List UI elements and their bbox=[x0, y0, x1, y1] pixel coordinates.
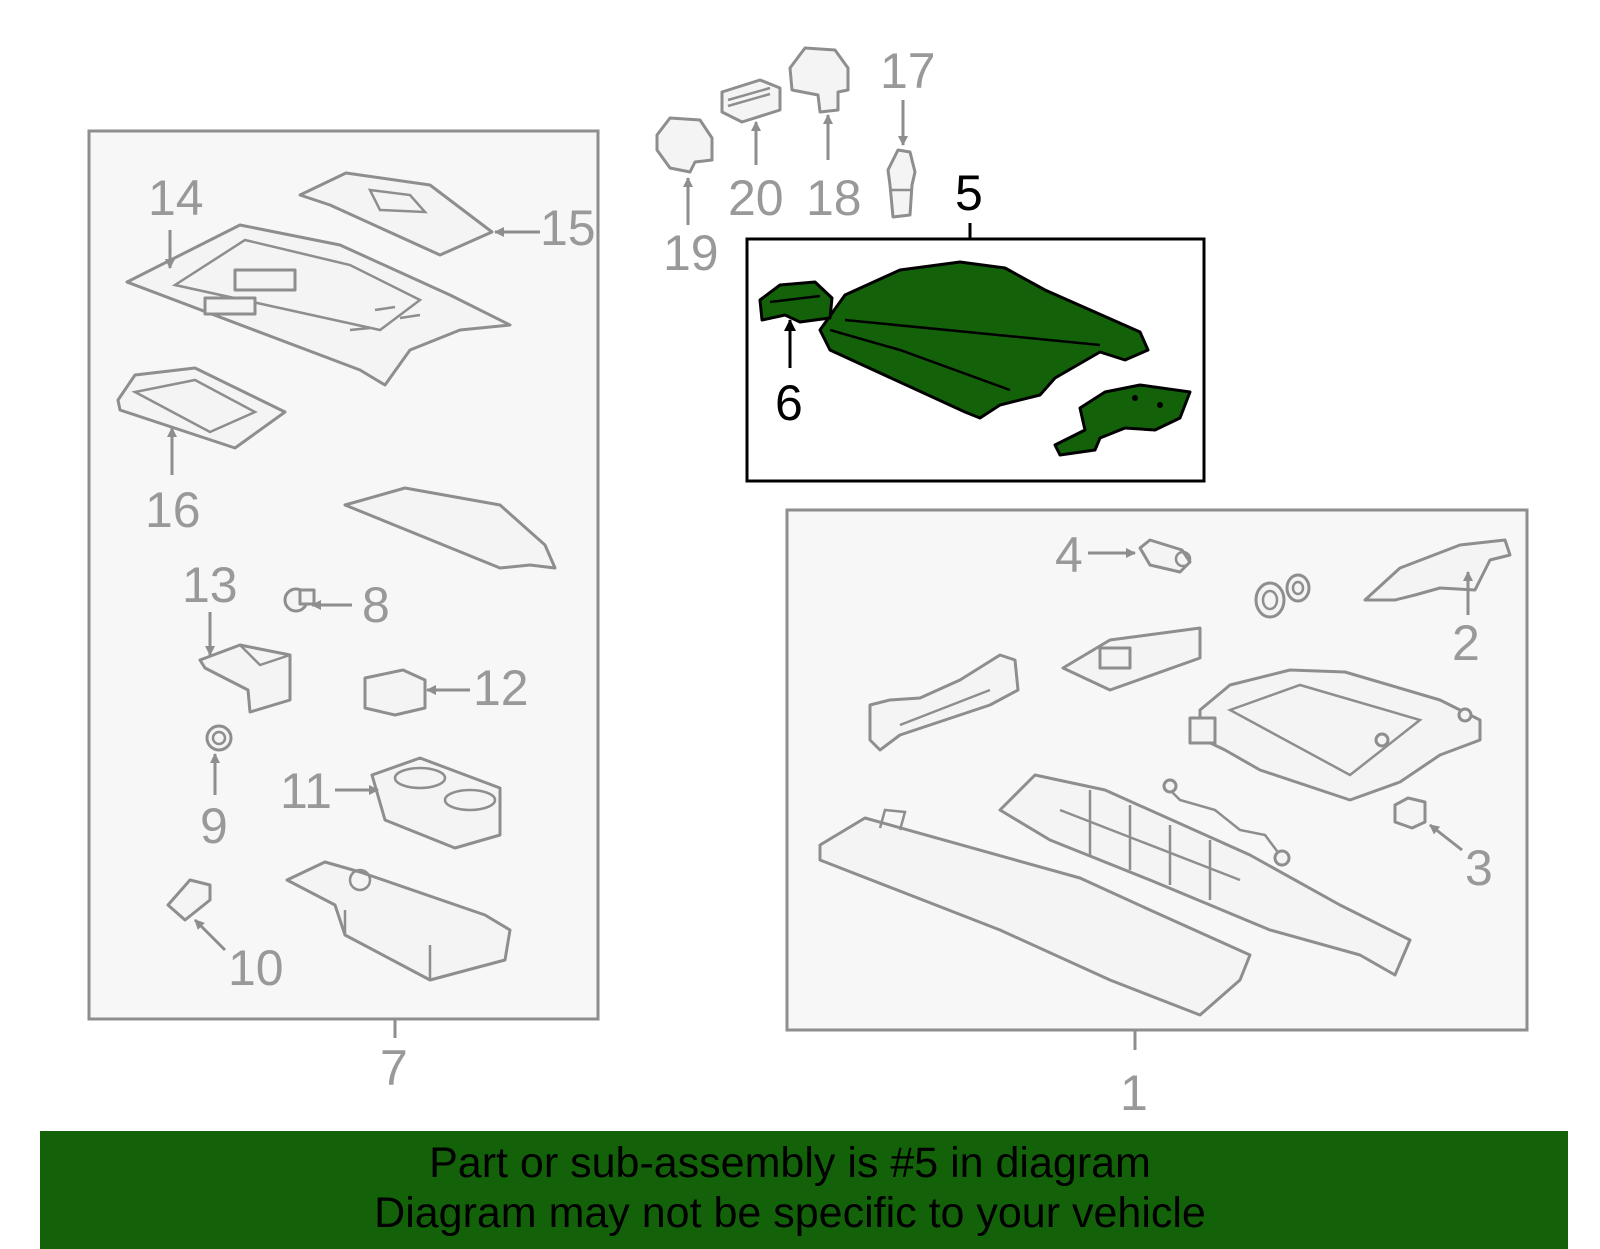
side-panel-inner[interactable] bbox=[998, 773, 1412, 977]
callout-11: 11 bbox=[280, 763, 332, 819]
part-17[interactable] bbox=[886, 148, 917, 219]
callout-8: 8 bbox=[362, 577, 390, 633]
storage-bin[interactable] bbox=[285, 860, 512, 982]
callout-13: 13 bbox=[182, 557, 238, 613]
side-panel-outer[interactable] bbox=[818, 808, 1252, 1017]
callout-10: 10 bbox=[228, 940, 284, 996]
assembly-7-group: 7 15 14 16 bbox=[87, 129, 600, 1096]
part-6-latch[interactable] bbox=[758, 280, 834, 324]
part-11[interactable] bbox=[370, 756, 502, 850]
banner-line-1: Part or sub-assembly is #5 in diagram bbox=[429, 1139, 1151, 1187]
callout-12: 12 bbox=[473, 660, 529, 716]
part-14[interactable] bbox=[125, 223, 512, 387]
callout-20: 20 bbox=[728, 170, 784, 226]
callout-16: 16 bbox=[145, 482, 201, 538]
part-18[interactable] bbox=[788, 46, 850, 114]
callout-17: 17 bbox=[880, 43, 936, 99]
callout-18: 18 bbox=[806, 170, 862, 226]
console-base[interactable] bbox=[1188, 668, 1482, 802]
trim-strip[interactable] bbox=[343, 486, 557, 570]
part-5-hinge[interactable] bbox=[1053, 383, 1192, 457]
part-19[interactable] bbox=[655, 116, 714, 174]
callout-7: 7 bbox=[380, 1040, 408, 1096]
part-8[interactable] bbox=[283, 587, 316, 613]
part-15[interactable] bbox=[298, 171, 494, 257]
trim-plate[interactable] bbox=[1061, 626, 1202, 692]
callout-5: 5 bbox=[955, 165, 983, 221]
callout-4: 4 bbox=[1055, 527, 1083, 583]
banner-line-2: Diagram may not be specific to your vehi… bbox=[374, 1189, 1206, 1237]
part-5-armrest-lid[interactable] bbox=[818, 260, 1150, 420]
part-13[interactable] bbox=[198, 643, 292, 714]
grommet-pair[interactable] bbox=[1254, 573, 1311, 619]
callout-2: 2 bbox=[1452, 615, 1480, 671]
callout-6: 6 bbox=[775, 375, 803, 431]
callout-15: 15 bbox=[540, 200, 596, 256]
callout-19: 19 bbox=[663, 225, 719, 281]
assembly-1-group: 1 4 2 bbox=[785, 508, 1529, 1121]
part-12[interactable] bbox=[363, 668, 427, 717]
part-20[interactable] bbox=[720, 78, 782, 124]
part-9[interactable] bbox=[205, 724, 233, 752]
assembly-5-group: 5 6 bbox=[745, 165, 1206, 483]
info-banner: Part or sub-assembly is #5 in diagram Di… bbox=[40, 1131, 1568, 1249]
callout-14: 14 bbox=[148, 170, 204, 226]
part-4[interactable] bbox=[1138, 538, 1192, 574]
side-bracket[interactable] bbox=[868, 653, 1020, 752]
callout-1: 1 bbox=[1120, 1065, 1148, 1121]
part-3[interactable] bbox=[1393, 796, 1427, 830]
part-2[interactable] bbox=[1363, 538, 1512, 602]
part-10[interactable] bbox=[166, 878, 212, 922]
callout-3: 3 bbox=[1465, 840, 1493, 896]
callout-9: 9 bbox=[200, 798, 228, 854]
part-16[interactable] bbox=[116, 366, 287, 450]
switch-group: 19 20 18 17 bbox=[655, 43, 936, 281]
wire-harness[interactable] bbox=[1162, 778, 1291, 867]
